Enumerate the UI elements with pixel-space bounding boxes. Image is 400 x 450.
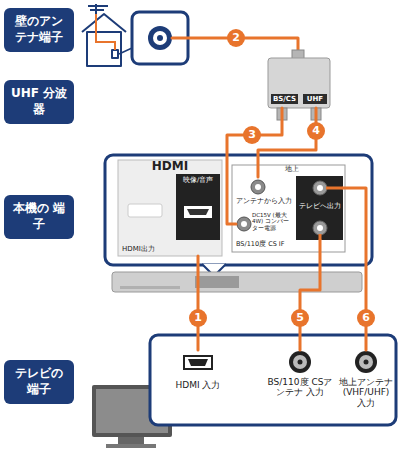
tv-hdmi-input: HDMI 入力 (160, 350, 236, 400)
port-label: HDMI (118, 160, 222, 174)
rear-panel-frame (105, 155, 372, 265)
splitter-body (268, 58, 330, 108)
port-label: HDMI出力 (122, 245, 182, 253)
recorder-rear (195, 276, 239, 288)
antenna-area (232, 165, 345, 252)
hdmi-area (118, 160, 222, 256)
callout-number: 1 (189, 309, 207, 327)
port-label: BS/110度 CSアンテナ 入力 (264, 377, 336, 398)
splitter-box: BS/CS UHF (268, 58, 330, 108)
callout-number: 4 (307, 122, 325, 140)
port-label: BS/CS (271, 94, 298, 104)
wall-jack (148, 26, 172, 50)
port-label: アンテナから入力 (236, 198, 292, 205)
antenna-input-jack: アンテナから入力 (236, 177, 292, 210)
node-label: テレビの 端子 (8, 366, 70, 397)
callout-number: 3 (243, 126, 261, 144)
output-dark-area (296, 176, 343, 240)
section-label: 壁のアン テナ端子 (4, 8, 74, 52)
section-label: テレビの 端子 (4, 360, 74, 404)
wall-jack-ring (153, 31, 167, 45)
hdmi-port-faded (128, 204, 162, 217)
tv-coax-jacks (289, 351, 377, 373)
port-label: UHF (303, 94, 327, 104)
node-label: 壁のアン テナ端子 (8, 14, 70, 45)
house-wire (96, 14, 115, 50)
port-label: 映像/音声 (176, 177, 220, 184)
bs-input-jack: DC15V (最大4W) コンバーター電源 (236, 212, 294, 240)
port-label: DC15V (最大4W) コンバーター電源 (252, 212, 294, 231)
cable (227, 108, 282, 224)
hdmi-port-inner (187, 209, 209, 215)
wall-jack-pin (157, 35, 163, 41)
recorder-body (112, 272, 362, 292)
cable (300, 240, 320, 350)
hdmi-dark-area (176, 174, 220, 240)
port-label: 地上アンテナ (VHF/UHF) 入力 (337, 377, 395, 408)
node-label: 本機の 端子 (8, 201, 70, 232)
tv-hdmi-port-inner (188, 359, 208, 366)
house-icon (82, 4, 126, 66)
tv-base (106, 444, 156, 448)
port-label: 地上 (272, 166, 312, 173)
cable (197, 256, 200, 350)
callout-number: 6 (357, 309, 375, 327)
node-label: UHF 分波器 (8, 86, 70, 117)
hdmi-output-port: HDMI 映像/音声 HDMI出力 (118, 160, 222, 256)
tv-terrestrial-input: 地上アンテナ (VHF/UHF) 入力 (337, 350, 395, 420)
antenna-terminal-panel: アンテナから入力テレビへ出力DC15V (最大4W) コンバーター電源 地上 BS/… (232, 165, 345, 252)
hdmi-port (184, 206, 212, 218)
tv-panel-frame (150, 335, 396, 425)
recorder-vent (120, 286, 180, 289)
tv-hdmi-port (184, 356, 212, 369)
tv-bs-input: BS/110度 CSアンテナ 入力 (264, 350, 336, 420)
section-label: UHF 分波器 (4, 80, 74, 124)
tv-stand (118, 437, 144, 444)
port-label: テレビへ出力 (296, 203, 343, 210)
tv-output-jacks: テレビへ出力 (296, 176, 343, 240)
callout-number: 2 (227, 29, 245, 47)
leader-line (119, 48, 132, 54)
callout-number: 5 (291, 309, 309, 327)
cable (258, 108, 316, 177)
port-label: BS/110度 CS IF (236, 241, 300, 248)
port-label: HDMI 入力 (160, 380, 236, 390)
section-label: 本機の 端子 (4, 195, 74, 239)
cable-stub (326, 187, 343, 190)
